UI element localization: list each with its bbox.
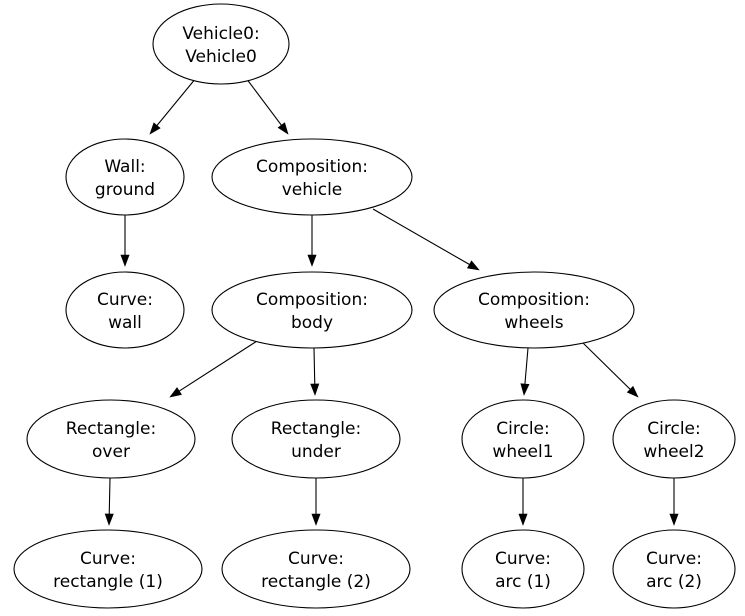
graph-node-ground[interactable]: Wall: ground xyxy=(65,138,185,216)
edge-line xyxy=(178,340,258,392)
arrowhead-icon xyxy=(169,387,182,398)
node-ellipse[interactable] xyxy=(221,529,411,609)
arrowhead-icon xyxy=(518,513,528,526)
edge-line xyxy=(581,341,631,390)
edge-line xyxy=(372,208,470,265)
node-ellipse[interactable] xyxy=(461,529,585,609)
node-label-name: under xyxy=(291,442,341,462)
edge-body-to-over xyxy=(169,340,258,398)
node-label-name: rectangle (2) xyxy=(261,572,371,592)
arrowhead-icon xyxy=(520,383,530,396)
edges-layer xyxy=(104,77,679,526)
graph-node-vehicle[interactable]: Composition: vehicle xyxy=(211,138,413,216)
node-ellipse[interactable] xyxy=(26,399,196,479)
node-label-name: arc (1) xyxy=(495,572,551,592)
arrowhead-icon xyxy=(310,383,320,396)
node-label-name: vehicle xyxy=(282,180,343,200)
node-ellipse[interactable] xyxy=(211,138,413,216)
graph-node-vehicle0[interactable]: Vehicle0: Vehicle0 xyxy=(152,3,290,85)
arrowhead-icon xyxy=(120,254,130,267)
node-label-name: arc (2) xyxy=(646,572,702,592)
node-ellipse[interactable] xyxy=(65,138,185,216)
edge-line xyxy=(108,477,111,515)
node-ellipse[interactable] xyxy=(612,529,736,609)
graph-node-rectangle1[interactable]: Curve: rectangle (1) xyxy=(13,529,203,609)
node-label-type: Curve: xyxy=(80,549,136,569)
arrowhead-icon xyxy=(311,513,321,526)
edge-vehicle-to-wheels xyxy=(372,208,480,271)
arrowhead-icon xyxy=(307,254,317,267)
graph-node-body[interactable]: Composition: body xyxy=(211,271,413,349)
node-ellipse[interactable] xyxy=(65,271,185,349)
arrowhead-icon xyxy=(626,385,639,398)
edge-body-to-under xyxy=(310,347,320,396)
node-ellipse[interactable] xyxy=(231,399,401,479)
node-ellipse[interactable] xyxy=(612,399,736,479)
node-label-type: Curve: xyxy=(495,549,551,569)
edge-ground-to-wall xyxy=(120,215,130,267)
edge-line xyxy=(524,347,529,385)
node-label-name: rectangle (1) xyxy=(53,572,163,592)
graph-node-wheel1[interactable]: Circle: wheel1 xyxy=(461,399,585,479)
node-label-name: wall xyxy=(108,313,142,333)
edge-line xyxy=(156,77,197,126)
node-label-type: Curve: xyxy=(97,290,153,310)
arrowhead-icon xyxy=(104,513,114,526)
graph-node-wheels[interactable]: Composition: wheels xyxy=(433,271,635,349)
node-ellipse[interactable] xyxy=(13,529,203,609)
graph-node-arc1[interactable]: Curve: arc (1) xyxy=(461,529,585,609)
node-label-type: Vehicle0: xyxy=(182,24,259,44)
edge-wheel1-to-arc1 xyxy=(518,478,528,526)
node-label-name: wheel2 xyxy=(643,442,704,462)
node-label-type: Composition: xyxy=(478,290,590,310)
node-label-name: body xyxy=(291,313,333,333)
edge-over-to-rectangle1 xyxy=(104,477,114,526)
node-label-type: Circle: xyxy=(496,419,549,439)
graph-node-over[interactable]: Rectangle: over xyxy=(26,399,196,479)
arrowhead-icon xyxy=(669,513,679,526)
node-label-name: wheel1 xyxy=(492,442,553,462)
node-ellipse[interactable] xyxy=(461,399,585,479)
node-label-type: Composition: xyxy=(256,157,368,177)
graph-node-under[interactable]: Rectangle: under xyxy=(231,399,401,479)
arrowhead-icon xyxy=(149,122,161,135)
edge-vehicle-to-body xyxy=(307,215,317,267)
node-label-type: Wall: xyxy=(104,157,145,177)
node-label-name: Vehicle0 xyxy=(185,47,257,67)
node-label-type: Composition: xyxy=(256,290,368,310)
edge-wheels-to-wheel2 xyxy=(581,341,639,398)
node-label-type: Rectangle: xyxy=(271,419,361,439)
graph-node-rectangle2[interactable]: Curve: rectangle (2) xyxy=(221,529,411,609)
node-label-type: Curve: xyxy=(288,549,344,569)
node-ellipse[interactable] xyxy=(152,3,290,85)
node-label-name: over xyxy=(92,442,130,462)
node-label-name: wheels xyxy=(504,313,563,333)
node-label-type: Circle: xyxy=(647,419,700,439)
arrowhead-icon xyxy=(466,260,480,271)
graph-node-wheel2[interactable]: Circle: wheel2 xyxy=(612,399,736,479)
edge-vehicle0-to-vehicle xyxy=(245,77,289,135)
node-ellipse[interactable] xyxy=(211,271,413,349)
graph-node-arc2[interactable]: Curve: arc (2) xyxy=(612,529,736,609)
edge-vehicle0-to-ground xyxy=(149,77,197,135)
edge-line xyxy=(313,347,316,385)
nodes-layer: Vehicle0:Vehicle0Wall:groundComposition:… xyxy=(13,3,736,609)
node-label-type: Rectangle: xyxy=(66,419,156,439)
edge-wheel2-to-arc2 xyxy=(669,478,679,526)
edge-line xyxy=(245,77,282,126)
node-ellipse[interactable] xyxy=(433,271,635,349)
arrowhead-icon xyxy=(277,122,289,135)
edge-under-to-rectangle2 xyxy=(311,478,321,526)
edge-wheels-to-wheel1 xyxy=(520,347,530,396)
node-label-type: Curve: xyxy=(646,549,702,569)
graph-node-wall[interactable]: Curve: wall xyxy=(65,271,185,349)
node-label-name: ground xyxy=(95,180,155,200)
